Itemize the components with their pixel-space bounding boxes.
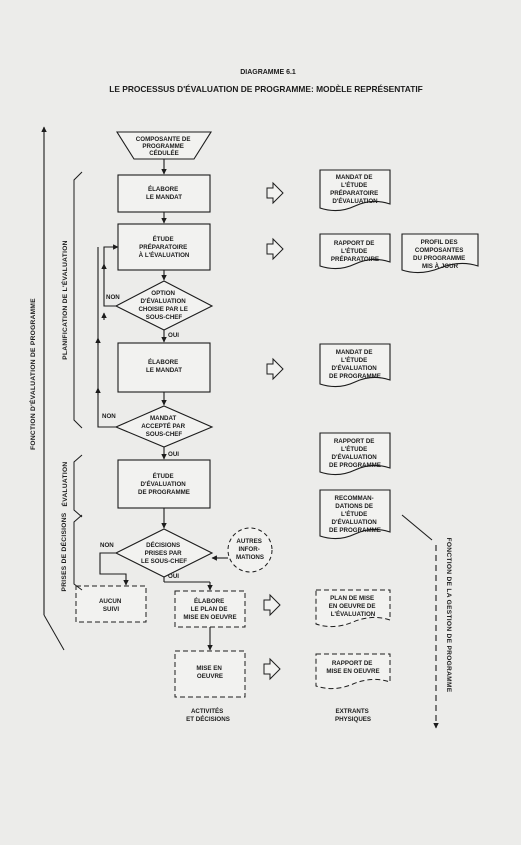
- connector-line: [401, 514, 433, 541]
- document-mandat-evaluation: [319, 343, 391, 388]
- document-recommandations: [319, 489, 391, 540]
- process-box-aucun-suivi[interactable]: [75, 585, 147, 623]
- planification-label: PLANIFICATION DE L'ÉVALUATION: [60, 240, 69, 359]
- document-label: RAPPORT DE L'ÉTUDE PRÉPARATOIRE: [331, 240, 379, 263]
- autres-informations-circle[interactable]: [227, 527, 273, 573]
- connector-line: [97, 247, 116, 428]
- diagram-number: DIAGRAMME 6.1: [240, 69, 296, 76]
- document-rapport-preparatoire: [319, 233, 391, 270]
- label-non: NON: [106, 294, 120, 301]
- decision-label: DÉCISIONS PRISES PAR LE SOUS-CHEF: [141, 541, 187, 565]
- process-box-etude-evaluation[interactable]: [117, 459, 211, 509]
- decision-diamond-option[interactable]: [114, 280, 214, 331]
- connector-line: [103, 244, 119, 307]
- document-label: RECOMMAN- DATIONS DE L'ÉTUDE D'ÉVALUATIO…: [329, 495, 381, 534]
- label-non: NON: [102, 413, 116, 420]
- document-label: RAPPORT DE MISE EN OEUVRE: [326, 660, 379, 675]
- fonction-gestion-label: FONCTION DE LA GESTION DE PROGRAMME: [445, 538, 452, 693]
- connector-line: [99, 552, 129, 586]
- document-mandat-etude: [319, 169, 391, 212]
- hollow-arrow-icon: [263, 657, 281, 681]
- bracket-planification: [73, 171, 83, 429]
- document-label: PLAN DE MISE EN OEUVRE DE L'ÉVALUATION: [329, 595, 378, 618]
- process-box-mise-en-oeuvre[interactable]: [174, 650, 246, 698]
- document-profil-composantes: [401, 233, 479, 274]
- bracket-prises-decisions: [73, 514, 83, 591]
- label-oui: OUI: [168, 573, 179, 580]
- process-box-elabore-mandat-2[interactable]: [117, 342, 211, 393]
- document-rapport-evaluation: [319, 432, 391, 476]
- decision-label: OPTION D'ÉVALUATION CHOISIE PAR LE SOUS-…: [138, 290, 189, 321]
- label-oui: OUI: [168, 451, 179, 458]
- decision-label: MANDAT ACCEPTÉ PAR SOUS-CHEF: [141, 415, 187, 438]
- document-label: PROFIL DES COMPOSANTES DU PROGRAMME MIS …: [413, 239, 467, 270]
- footer-extrants: EXTRANTS PHYSIQUES: [335, 708, 371, 723]
- document-plan-mise-en-oeuvre: [315, 589, 391, 628]
- evaluation-label: ÉVALUATION: [60, 462, 69, 507]
- process-box-elabore-plan[interactable]: [174, 590, 246, 628]
- fonction-evaluation-label: FONCTION D'ÉVALUATION DE PROGRAMME: [28, 298, 37, 450]
- diagram-title: LE PROCESSUS D'ÉVALUATION DE PROGRAMME: …: [109, 83, 423, 94]
- hollow-arrow-icon: [263, 593, 281, 617]
- document-label: MANDAT DE L'ÉTUDE PRÉPARATOIRE D'ÉVALUAT…: [330, 174, 380, 205]
- document-label: RAPPORT DE L'ÉTUDE D'ÉVALUATION DE PROGR…: [329, 438, 381, 469]
- document-label: MANDAT DE L'ÉTUDE D'ÉVALUATION DE PROGRA…: [329, 349, 381, 380]
- start-trapezoid[interactable]: [116, 131, 212, 160]
- process-label: ÉTUDE D'ÉVALUATION DE PROGRAMME: [138, 472, 190, 496]
- fonction-evaluation-tail: [43, 614, 65, 651]
- process-label: AUCUN SUIVI: [99, 598, 123, 613]
- decision-diamond-decisions[interactable]: [114, 528, 214, 578]
- process-label: ÉTUDE PRÉPARATOIRE À L'ÉVALUATION: [139, 235, 190, 259]
- decision-diamond-mandat[interactable]: [114, 405, 214, 448]
- process-label: ÉLABORE LE PLAN DE MISE EN OEUVRE: [183, 597, 236, 621]
- autres-informations-label: AUTRES INFOR- MATIONS: [236, 538, 264, 561]
- process-label: ÉLABORE LE MANDAT: [146, 358, 182, 374]
- prises-decisions-label: PRISES DE DÉCISIONS: [59, 512, 68, 591]
- hollow-arrow-icon: [266, 237, 284, 261]
- footer-activites: ACTIVITÉS ET DÉCISIONS: [186, 707, 230, 723]
- start-label: COMPOSANTE DE PROGRAMME CÉDULÉE: [136, 136, 192, 157]
- hollow-arrow-icon: [266, 181, 284, 205]
- hollow-arrow-icon: [266, 357, 284, 381]
- process-label: ÉLABORE LE MANDAT: [146, 185, 182, 201]
- label-oui: OUI: [168, 332, 179, 339]
- bracket-evaluation: [73, 454, 83, 518]
- process-box-etude-preparatoire[interactable]: [117, 223, 211, 271]
- process-label: MISE EN OEUVRE: [196, 665, 223, 680]
- process-box-elabore-mandat[interactable]: [117, 174, 211, 213]
- document-rapport-mise-en-oeuvre: [315, 653, 391, 690]
- label-non: NON: [100, 542, 114, 549]
